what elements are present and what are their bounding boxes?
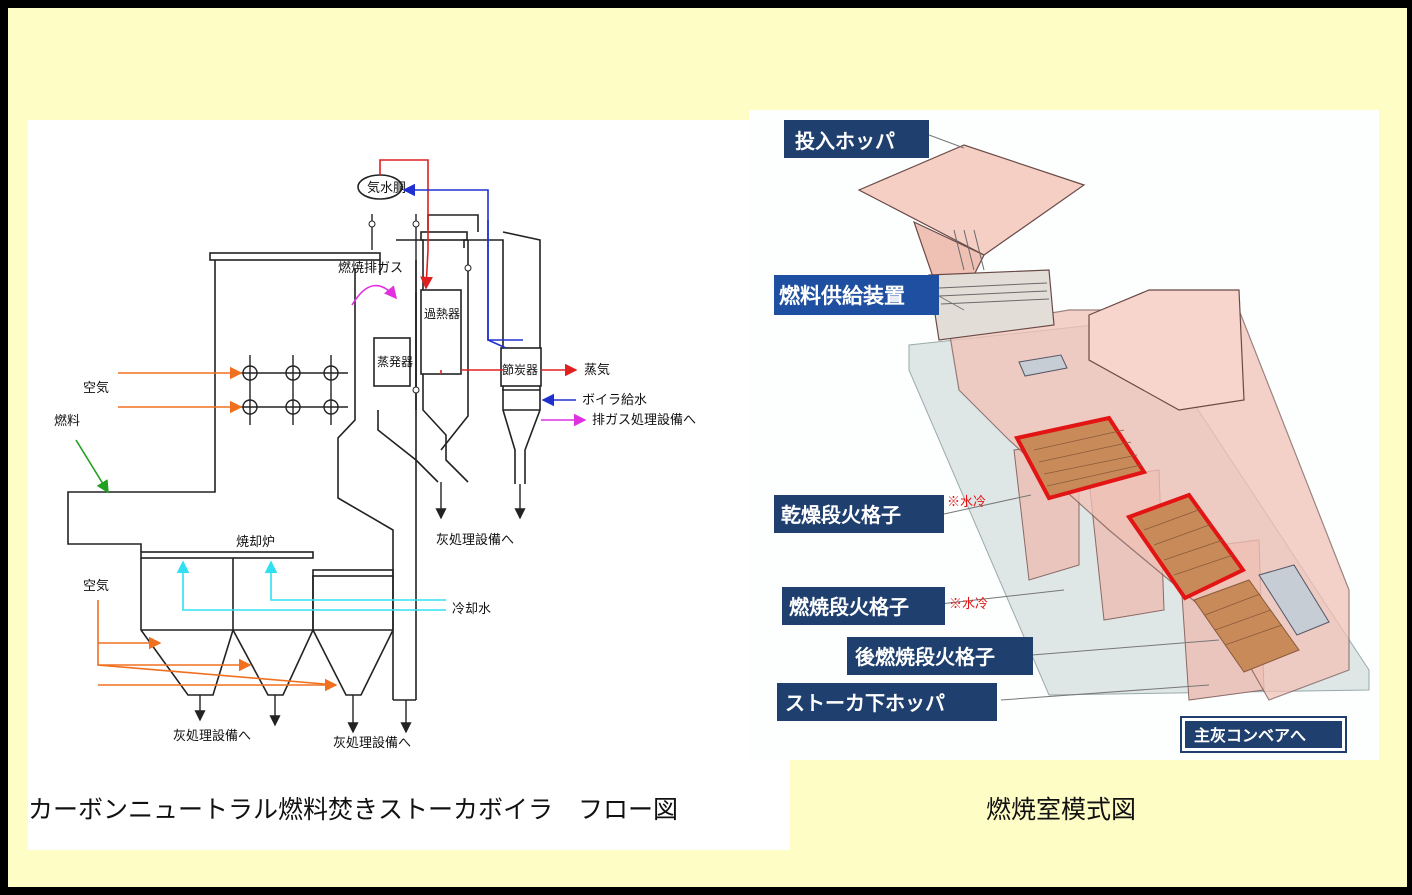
evaporator-label: 蒸発器 (377, 355, 413, 369)
superheater-label: 過熱器 (424, 307, 460, 321)
steam-label: 蒸気 (584, 362, 610, 378)
feeder-slats (938, 229, 1050, 305)
ash-bottom-right-label: 灰処理設備へ (333, 735, 411, 751)
tube-bank (233, 355, 348, 425)
hopper-funnel (857, 144, 1086, 256)
label-hopper: 投入ホッパ (784, 120, 929, 158)
feed-grating (1018, 354, 1068, 377)
label-drying-grate: 乾燥段火格子 ※水冷 (774, 495, 986, 533)
ash-right-label: 灰処理設備へ (436, 532, 514, 548)
chamber-diagram: 投入ホッパ 燃料供給装置 乾燥段火格子 ※水冷 燃焼段火格子 ※水冷 後燃焼段火… (774, 120, 1370, 753)
economizer-box (500, 347, 542, 387)
flue-gas-label: 燃焼排ガス (338, 260, 403, 276)
label-feeder: 燃料供給装置 (774, 275, 939, 315)
fuel-label: 燃料 (54, 413, 80, 429)
flue-gas-arrow (351, 284, 398, 306)
back-wall (1088, 289, 1245, 411)
incinerator-label: 焼却炉 (236, 535, 275, 550)
drum-label: 気水胴 (367, 180, 406, 196)
flow-diagram: 気水胴 蒸発器 過熱器 節炭器 (54, 159, 696, 751)
boiler-outline (67, 214, 541, 701)
hopper-label: 投入ホッパ (795, 129, 895, 153)
feeder-label: 燃料供給装置 (779, 283, 905, 308)
chamber-diagram-caption: 燃焼室模式図 (986, 795, 1137, 824)
under-hopper-label: ストーカ下ホッパ (785, 691, 945, 715)
air-upper-label: 空気 (83, 380, 109, 396)
grate-hatching (1033, 429, 1283, 646)
after-grate-label: 後燃焼段火格子 (855, 645, 995, 669)
after-grate (1193, 579, 1300, 673)
conveyor-label: 主灰コンベアへ (1194, 726, 1306, 745)
feed-water-label: ボイラ給水 (582, 393, 647, 408)
flow-diagram-caption: カーボンニュートラル燃料焚きストーカボイラ フロー図 (28, 795, 679, 824)
cooling-water-label: 冷却水 (452, 602, 491, 617)
air-arrows (97, 366, 338, 692)
steam-lines (379, 159, 578, 377)
drying-grate-label: 乾燥段火格子 (781, 503, 901, 527)
evaporator-box (373, 337, 411, 387)
label-conveyor: 主灰コンベアへ (1180, 716, 1347, 753)
label-combustion-grate: 燃焼段火格子 ※水冷 (782, 587, 988, 625)
water-lines (402, 183, 576, 407)
leader-lines (928, 134, 1220, 701)
economizer-label: 節炭器 (502, 362, 538, 377)
ash-arrows (194, 482, 526, 734)
water-cooled-note-1: ※水冷 (947, 495, 986, 510)
steam-drum: 気水胴 (357, 174, 472, 394)
chamber-diagram-panel: 投入ホッパ 燃料供給装置 乾燥段火格子 ※水冷 燃焼段火格子 ※水冷 後燃焼段火… (749, 110, 1379, 760)
fuel-arrow (75, 439, 109, 494)
air-lower-label: 空気 (83, 578, 109, 594)
combustion-grate-label: 燃焼段火格子 (789, 595, 909, 619)
exhaust-treatment-label: 排ガス処理設備へ (592, 412, 696, 428)
cooling-lines (176, 560, 446, 611)
side-grating (1258, 564, 1330, 636)
drying-grate (1013, 415, 1148, 501)
label-under-hopper: ストーカ下ホッパ (777, 683, 997, 721)
flow-diagram-panel: 気水胴 蒸発器 過熱器 節炭器 (28, 120, 790, 850)
superheater-box (420, 289, 462, 375)
label-after-grate: 後燃焼段火格子 (847, 637, 1033, 675)
ash-bottom-left-label: 灰処理設備へ (173, 728, 251, 744)
combustion-grate (1125, 492, 1247, 601)
water-cooled-note-2: ※水冷 (949, 597, 988, 612)
